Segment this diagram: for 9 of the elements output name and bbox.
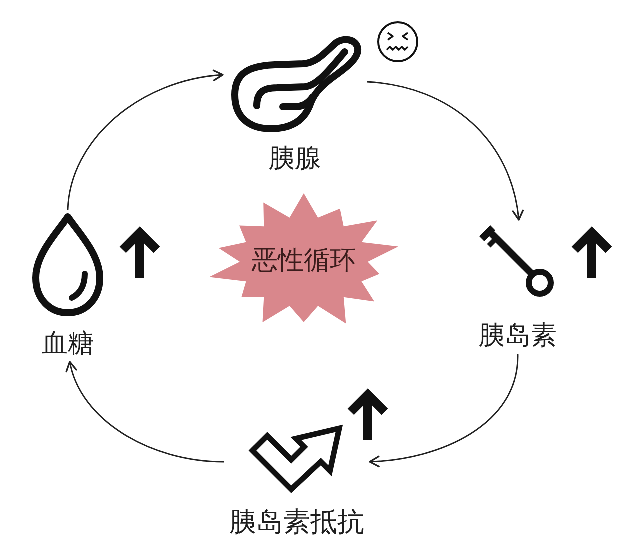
curved-arrow <box>369 354 519 468</box>
node-label: 恶性循环 <box>252 247 356 277</box>
node-label: 血糖 <box>42 330 94 360</box>
node-label: 胰岛素抵抗 <box>230 506 364 538</box>
node-label: 胰岛素 <box>479 322 557 352</box>
node-label: 胰腺 <box>269 145 321 175</box>
curved-arrow <box>66 361 224 463</box>
curved-arrow <box>366 81 524 221</box>
curved-arrow <box>67 70 224 210</box>
